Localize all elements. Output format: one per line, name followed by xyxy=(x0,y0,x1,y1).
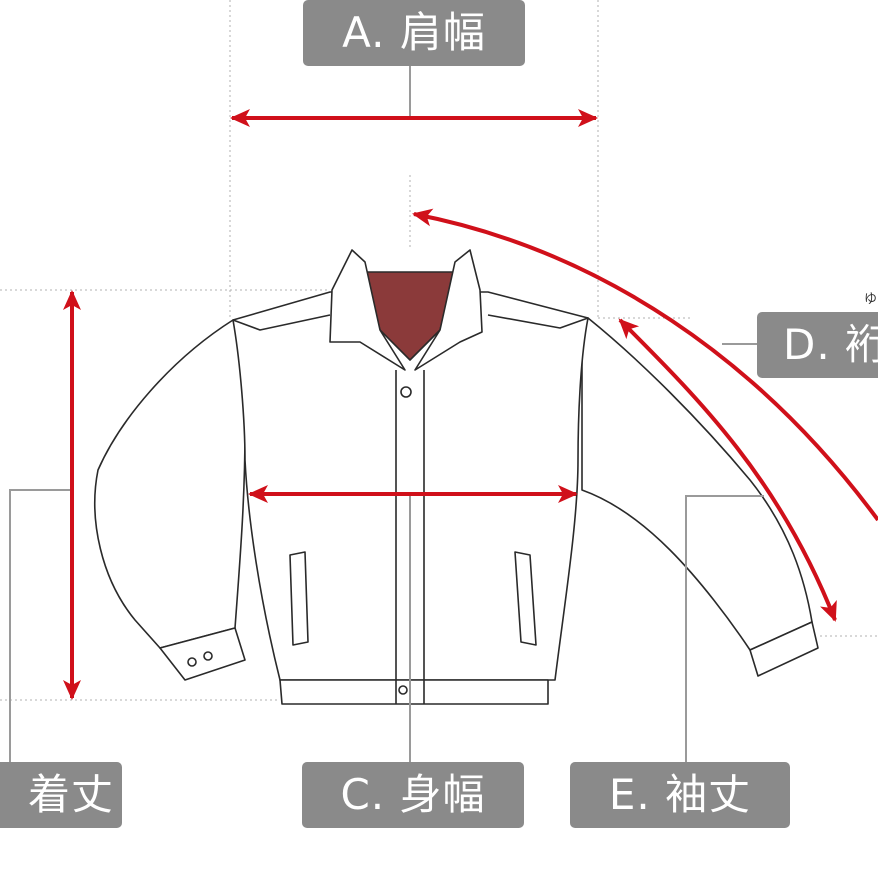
label-length: 着丈 xyxy=(0,762,122,828)
left-sleeve xyxy=(94,319,246,649)
label-sleeve: D. 裄 xyxy=(757,312,878,378)
label-shoulder-width: A. 肩幅 xyxy=(303,0,525,66)
right-cuff xyxy=(749,621,819,677)
pocket-right xyxy=(514,551,537,646)
button-hem xyxy=(398,685,408,695)
collar-right xyxy=(414,249,483,371)
zipper-placket xyxy=(395,370,425,704)
label-body-width: C. 身幅 xyxy=(302,762,524,828)
left-cuff xyxy=(159,627,246,681)
arrow-sleeve-length xyxy=(618,318,837,622)
label-sleeve-length: E. 袖丈 xyxy=(570,762,790,828)
jacket-illustration xyxy=(94,249,819,705)
measurement-arrows xyxy=(63,109,878,700)
pocket-left xyxy=(289,551,309,646)
waistband xyxy=(279,679,549,705)
zipper-pull xyxy=(400,386,412,398)
guide-lines xyxy=(0,0,878,701)
collar-left xyxy=(329,249,406,371)
ruby-sleeve: ゆ xyxy=(864,292,878,307)
